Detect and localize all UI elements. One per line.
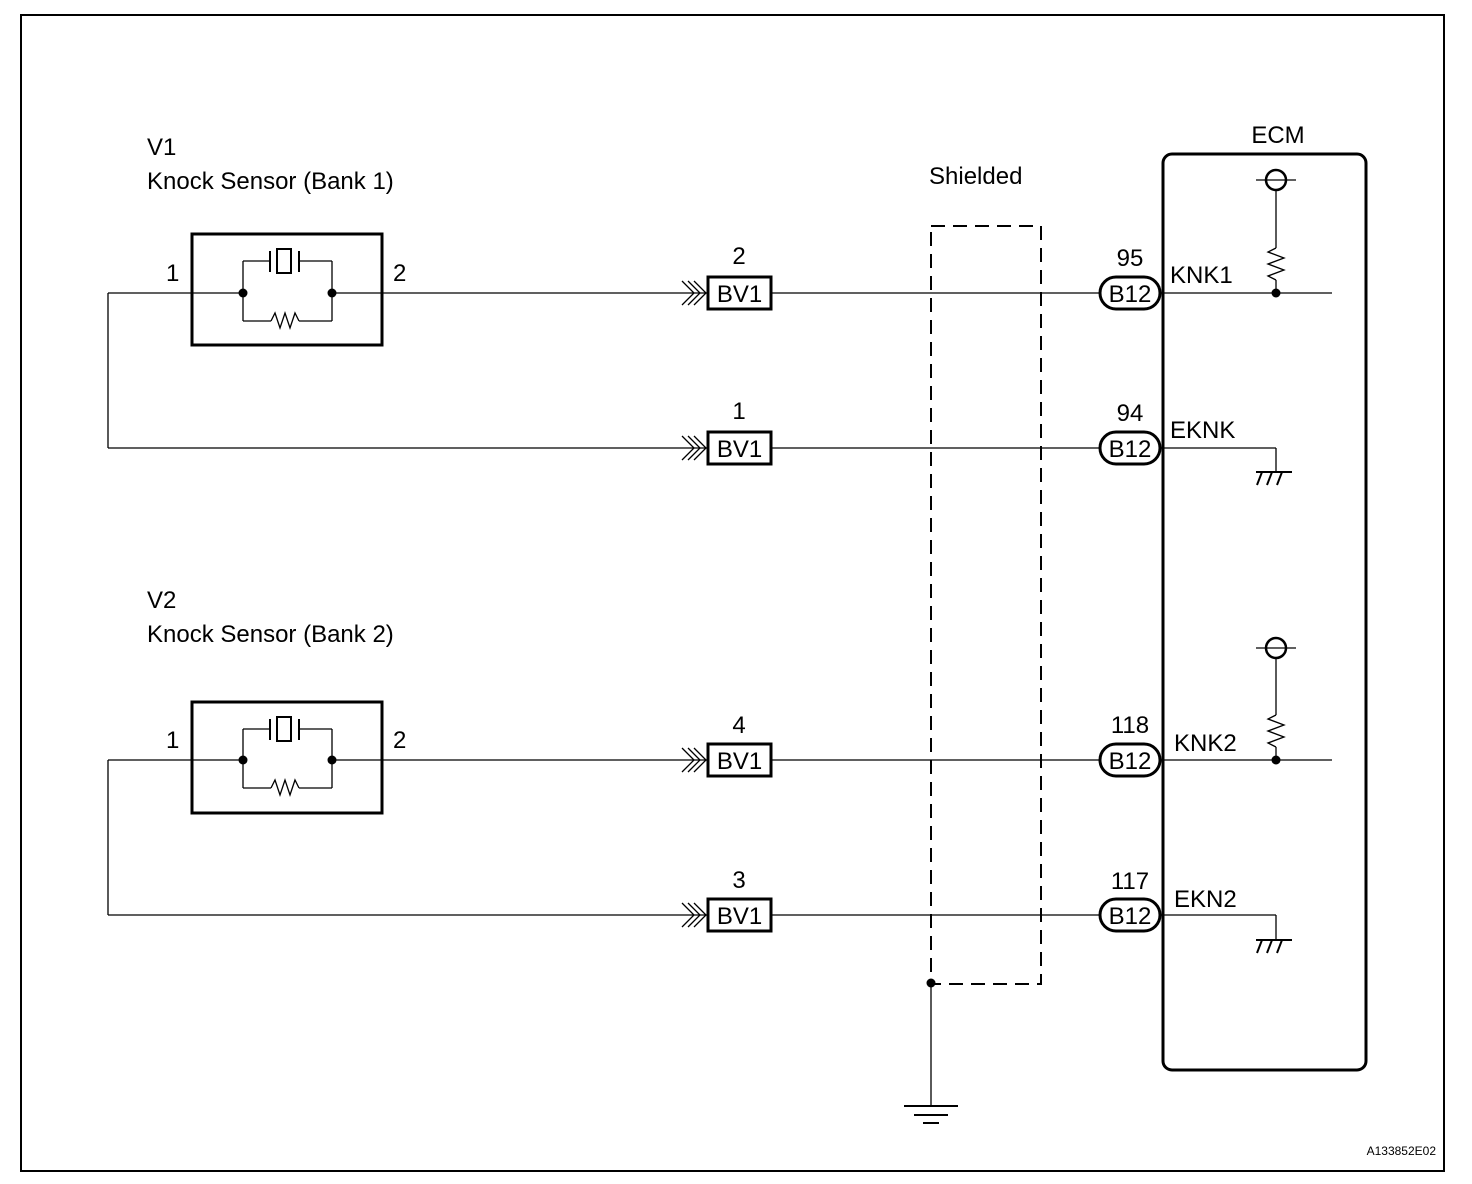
shield: Shielded	[904, 163, 1042, 1124]
bv1-label: BV1	[717, 903, 762, 930]
piezo-element-icon	[242, 716, 333, 760]
ground-icon	[1256, 939, 1292, 954]
bv1-pin-number: 2	[732, 243, 745, 270]
bv1-pin-number: 3	[732, 867, 745, 894]
b12-connector-3: B12 118 KNK2	[1098, 712, 1237, 778]
bv1-label: BV1	[717, 748, 762, 775]
bv1-connector-2: BV1 1	[681, 398, 773, 466]
knk2-pullup	[1160, 636, 1332, 765]
sensor-v1-pin-right: 2	[393, 260, 406, 287]
signal-label: KNK1	[1170, 262, 1233, 289]
figure-code: A133852E02	[1367, 1144, 1437, 1158]
b12-connector-1: B12 95 KNK1	[1098, 245, 1233, 311]
b12-label: B12	[1109, 281, 1152, 308]
sensor-v1-pin-left: 1	[166, 260, 179, 287]
signal-label: EKNK	[1170, 417, 1235, 444]
bv1-connector-4: BV1 3	[681, 867, 773, 933]
sensor-v1: V1 Knock Sensor (Bank 1) 1 2	[147, 134, 406, 347]
ecm-label: ECM	[1251, 122, 1304, 149]
sensor-v1-name: Knock Sensor (Bank 1)	[147, 168, 394, 195]
ekn2-ground	[1160, 914, 1292, 954]
eknk-ground	[1160, 447, 1292, 486]
b12-pin-number: 118	[1111, 712, 1149, 739]
signal-label: KNK2	[1174, 730, 1237, 757]
b12-pin-number: 95	[1117, 245, 1144, 272]
b12-connector-4: B12 117 EKN2	[1098, 868, 1237, 933]
bv1-pin-number: 1	[732, 398, 745, 425]
ground-icon	[1256, 471, 1292, 486]
sensor-v2-pin-right: 2	[393, 727, 406, 754]
sensor-v1-body	[190, 232, 384, 347]
ecm: ECM B12 95 KNK1 B12 94 EKNK B12 118 KNK2…	[1098, 122, 1368, 1072]
sensor-v1-id: V1	[147, 134, 176, 161]
bv1-connector-3: BV1 4	[681, 712, 773, 778]
sensor-v2: V2 Knock Sensor (Bank 2) 1 2	[147, 587, 406, 815]
b12-connector-2: B12 94 EKNK	[1098, 400, 1235, 466]
resistor-icon	[242, 760, 333, 798]
resistor-icon	[242, 293, 333, 331]
bv1-pin-number: 4	[732, 712, 745, 739]
signal-label: EKN2	[1174, 886, 1237, 913]
chassis-ground-icon	[904, 1105, 958, 1124]
sensor-v2-pin-left: 1	[166, 727, 179, 754]
sensor-v2-body	[190, 700, 384, 815]
b12-pin-number: 117	[1111, 868, 1149, 895]
shielded-label: Shielded	[929, 163, 1022, 190]
bv1-connector-1: BV1 2	[681, 243, 773, 311]
piezo-element-icon	[242, 248, 333, 293]
bv1-label: BV1	[717, 436, 762, 463]
bv1-label: BV1	[717, 281, 762, 308]
b12-pin-number: 94	[1117, 400, 1144, 427]
b12-label: B12	[1109, 436, 1152, 463]
frame-border	[20, 14, 1445, 1172]
sensor-v2-id: V2	[147, 587, 176, 614]
b12-label: B12	[1109, 903, 1152, 930]
knk1-pullup	[1160, 168, 1332, 298]
b12-label: B12	[1109, 748, 1152, 775]
wires	[107, 292, 1100, 916]
sensor-v2-name: Knock Sensor (Bank 2)	[147, 621, 394, 648]
